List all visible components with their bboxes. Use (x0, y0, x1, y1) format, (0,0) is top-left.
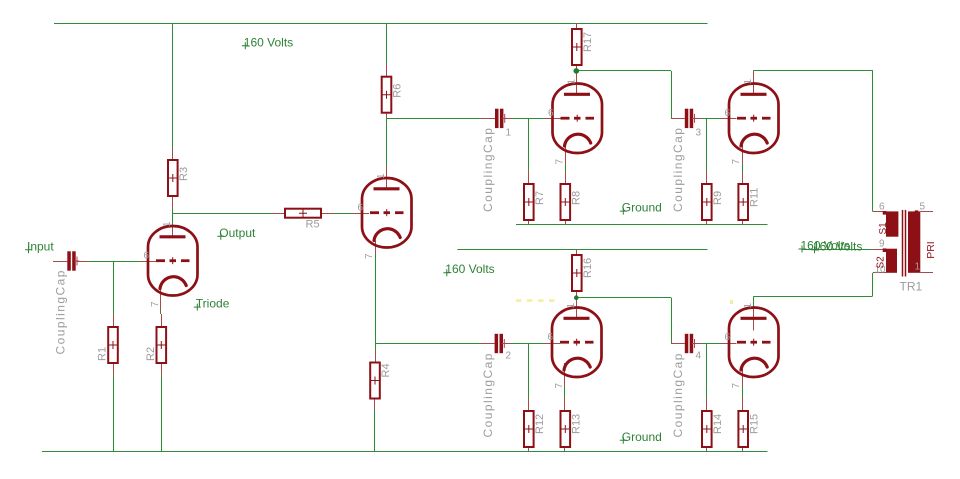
svg-text:160 Volts: 160 Volts (813, 239, 862, 253)
svg-text:1: 1 (566, 303, 577, 309)
svg-text:10: 10 (875, 264, 887, 275)
svg-text:R13: R13 (570, 414, 582, 434)
svg-text:160 Volts: 160 Volts (445, 262, 494, 276)
svg-text:2: 2 (506, 351, 512, 362)
svg-text:5: 5 (920, 202, 926, 213)
svg-text:3: 3 (696, 128, 702, 139)
svg-text:R15: R15 (748, 414, 760, 434)
svg-text:1: 1 (506, 128, 512, 139)
svg-text:1: 1 (743, 79, 754, 85)
svg-text:TR1: TR1 (900, 280, 923, 294)
svg-text:R1: R1 (97, 347, 109, 361)
svg-text:6: 6 (724, 108, 730, 119)
svg-text:R12: R12 (534, 414, 546, 434)
svg-text:1: 1 (915, 262, 921, 273)
svg-text:7: 7 (731, 159, 742, 165)
svg-text:1: 1 (376, 173, 387, 179)
svg-text:R2: R2 (145, 347, 157, 361)
svg-text:1: 1 (162, 221, 173, 227)
svg-text:S1: S1 (878, 222, 889, 235)
svg-text:Triode: Triode (196, 297, 230, 311)
svg-text:R6: R6 (392, 84, 404, 98)
svg-text:1: 1 (743, 303, 754, 309)
svg-text:160 Volts: 160 Volts (244, 35, 293, 49)
svg-text:7: 7 (554, 383, 565, 389)
svg-text:R16: R16 (582, 258, 594, 278)
svg-text:7: 7 (731, 383, 742, 389)
svg-text:CouplingCap: CouplingCap (481, 352, 495, 437)
svg-text:R4: R4 (380, 363, 392, 377)
svg-text:7: 7 (150, 301, 161, 307)
svg-text:6: 6 (548, 108, 554, 119)
svg-text:R3: R3 (178, 167, 190, 181)
svg-text:9: 9 (879, 239, 885, 250)
svg-text:6: 6 (547, 332, 553, 343)
svg-text:CouplingCap: CouplingCap (481, 127, 495, 212)
svg-text:R14: R14 (712, 414, 724, 434)
svg-text:CouplingCap: CouplingCap (54, 269, 68, 354)
svg-text:R11: R11 (748, 188, 760, 207)
svg-text:7: 7 (364, 253, 375, 259)
svg-text:Input: Input (27, 239, 54, 253)
svg-text:PRI: PRI (925, 241, 937, 259)
svg-text:160 Volts: 160 Volts (801, 239, 850, 253)
svg-text:Ground: Ground (622, 430, 662, 444)
svg-text:7: 7 (555, 159, 566, 165)
svg-text:CouplingCap: CouplingCap (671, 352, 685, 437)
svg-text:R17: R17 (582, 32, 594, 52)
svg-text:S2: S2 (876, 256, 887, 269)
svg-text:R9: R9 (712, 191, 724, 205)
svg-text:6: 6 (879, 202, 885, 213)
svg-text:Output: Output (219, 226, 256, 240)
svg-text:6: 6 (724, 332, 730, 343)
svg-text:Ground: Ground (622, 201, 662, 215)
svg-text:6: 6 (357, 202, 363, 213)
svg-text:R5: R5 (306, 219, 320, 231)
svg-text:R7: R7 (534, 191, 546, 205)
svg-text:1: 1 (567, 79, 578, 85)
svg-text:4: 4 (696, 351, 702, 362)
svg-text:CouplingCap: CouplingCap (671, 127, 685, 212)
svg-text:R8: R8 (570, 191, 582, 205)
svg-text:6: 6 (143, 250, 149, 261)
